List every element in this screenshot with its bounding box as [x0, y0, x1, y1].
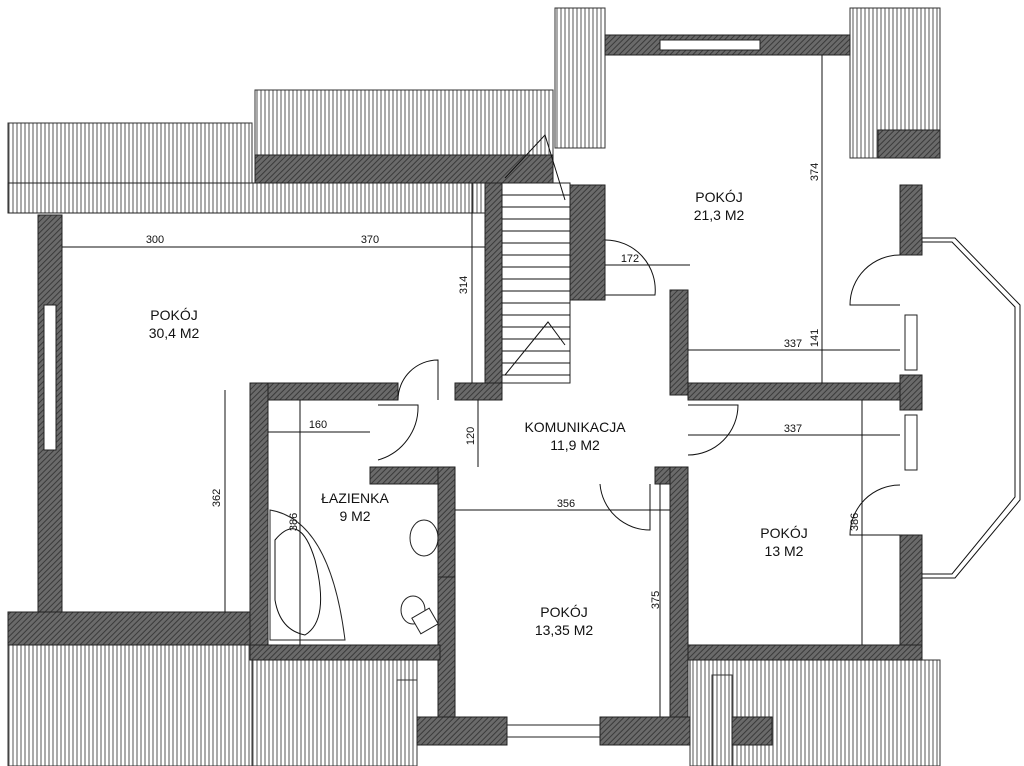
windows: [43, 39, 1021, 738]
dim-living-width-a: 300: [146, 234, 164, 246]
dim-living-height-upper: 314: [458, 276, 470, 294]
room-name-living: POKÓJ: [150, 307, 197, 323]
room-name-bathroom: ŁAZIENKA: [321, 490, 389, 506]
dim-top-right-height: 374: [809, 163, 821, 181]
dim-bottom-room-height: 375: [650, 591, 662, 609]
dim-bedroom-right-height: 386: [849, 513, 861, 531]
room-area-right: 13 M2: [765, 543, 804, 559]
dim-bottom-room-width: 356: [557, 498, 575, 510]
room-area-top-right: 21,3 M2: [694, 207, 745, 223]
dim-stair-gap: 172: [621, 253, 639, 265]
room-name-bottom: POKÓJ: [540, 604, 587, 620]
dim-bath-width: 160: [309, 419, 327, 431]
room-area-bathroom: 9 M2: [339, 508, 370, 524]
room-name-top-right: POKÓJ: [695, 189, 742, 205]
room-area-bottom: 13,35 M2: [535, 622, 594, 638]
sink: [409, 519, 439, 557]
bathroom-fixtures: [269, 509, 439, 641]
room-area-living: 30,4 M2: [149, 325, 200, 341]
dim-bath-height: 386: [288, 513, 300, 531]
roof-overhangs: [7, 7, 941, 766]
room-name-right: POKÓJ: [760, 525, 807, 541]
dim-bedroom-right-width: 337: [784, 423, 802, 435]
bathtub: [269, 509, 346, 641]
room-area-corridor: 11,9 M2: [550, 437, 600, 453]
dim-corridor-width: 120: [465, 427, 477, 445]
doors: [377, 239, 901, 536]
staircase: [501, 134, 571, 384]
dim-top-right-height-b: 141: [809, 329, 821, 347]
dim-living-height: 362: [211, 489, 223, 507]
dimension-lines: [62, 55, 900, 717]
room-name-corridor: KOMUNIKACJA: [524, 419, 626, 435]
dim-top-right-width: 337: [784, 338, 802, 350]
dim-living-width-b: 370: [361, 234, 379, 246]
